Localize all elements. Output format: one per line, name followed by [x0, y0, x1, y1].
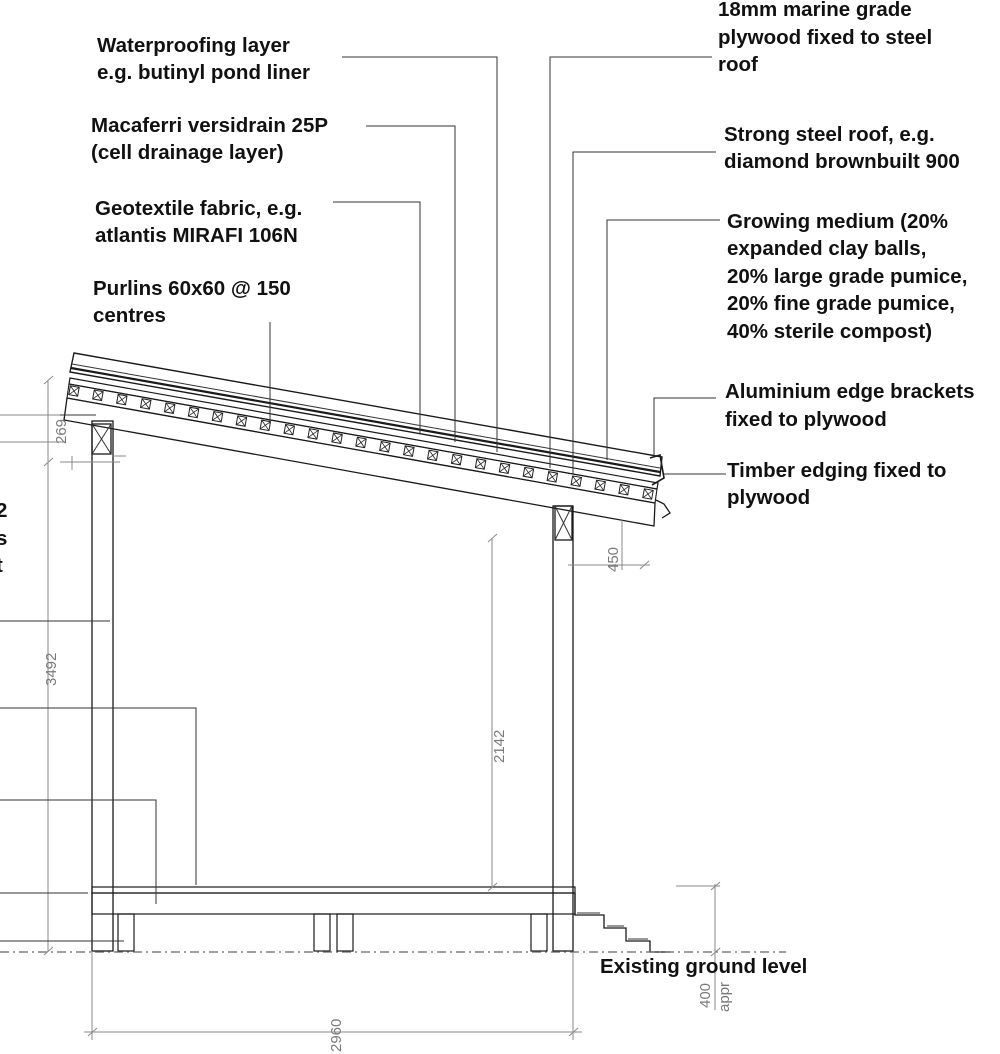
purlin: [187, 406, 200, 419]
purlin: [116, 393, 128, 406]
deck-leg-4: [530, 913, 548, 952]
back-post: [91, 420, 114, 952]
label-purlins-2: centres: [93, 304, 166, 327]
label-purlins-1: Purlins 60x60 @ 150: [93, 277, 291, 300]
label-cutoff-2: s: [0, 527, 7, 550]
purlin: [450, 453, 463, 466]
leader-edge-brackets: [653, 397, 716, 456]
dim-clear-height: 2142: [491, 730, 508, 763]
purlin: [618, 483, 630, 496]
deck-leg-1: [117, 913, 135, 952]
label-plywood-3: roof: [718, 53, 758, 76]
label-geotextile-1: Geotextile fabric, e.g.: [95, 197, 302, 220]
rafter-beam: [63, 397, 656, 527]
purlin: [283, 423, 296, 436]
purlin: [379, 440, 391, 453]
label-growing-medium-1: Growing medium (20%: [727, 210, 948, 233]
growing-medium-layer: [69, 352, 663, 477]
purlin: [570, 475, 583, 487]
label-edge-brackets-2: fixed to plywood: [725, 408, 887, 431]
deck-leg-3: [336, 913, 354, 952]
dimension-lines: [0, 375, 721, 1040]
purlins: [68, 385, 654, 500]
steps: [574, 893, 670, 953]
label-drainage-2: (cell drainage layer): [91, 141, 284, 164]
label-growing-medium-2: expanded clay balls,: [727, 237, 926, 260]
purlin: [642, 488, 654, 500]
label-steel-roof-1: Strong steel roof, e.g.: [724, 123, 935, 146]
purlin: [139, 398, 152, 410]
dim-post-height: 3492: [43, 653, 60, 686]
leader-steel-roof: [572, 151, 716, 474]
label-growing-medium-3: 20% large grade pumice,: [727, 265, 967, 288]
aluminium-edge-bracket: [649, 453, 665, 486]
roof-assembly: [63, 352, 671, 527]
label-waterproofing-2: e.g. butinyl pond liner: [97, 61, 310, 84]
purlin: [163, 402, 176, 414]
purlin: [355, 436, 367, 449]
leader-waterproofing: [342, 56, 498, 452]
label-cutoff-1: 2: [0, 499, 7, 522]
purlin: [474, 458, 487, 470]
purlin: [594, 479, 606, 492]
label-steel-roof-2: diamond brownbuilt 900: [724, 150, 960, 173]
purlin: [92, 389, 104, 402]
purlin: [426, 449, 439, 462]
back-post-cap: [91, 423, 112, 455]
label-timber-edging-2: plywood: [727, 486, 810, 509]
purlin: [68, 385, 80, 397]
dim-width: 2960: [328, 1019, 345, 1052]
label-growing-medium-4: 20% fine grade pumice,: [727, 292, 955, 315]
label-drainage-1: Macaferri versidrain 25P: [91, 114, 328, 137]
deck-joist: [91, 892, 576, 915]
label-ground: Existing ground level: [600, 955, 807, 978]
purlin: [522, 466, 535, 479]
purlin: [211, 410, 224, 423]
dimension-text: 269 3492 450 2142 400 appr 2960: [43, 419, 733, 1052]
leader-lines: [0, 56, 726, 942]
leader-geotextile: [333, 201, 421, 433]
purlin: [546, 471, 559, 483]
dim-front-drop: 450: [605, 547, 622, 572]
label-cutoff-3: t: [0, 554, 3, 577]
leader-drainage: [366, 125, 456, 442]
dim-step-suffix: appr: [716, 982, 733, 1012]
front-post-cap: [554, 505, 573, 541]
purlin: [259, 419, 272, 432]
deck-leg-2: [313, 913, 331, 952]
front-post: [552, 505, 574, 952]
waterproofing-line: [70, 366, 661, 474]
deck-boards: [91, 886, 576, 894]
purlin: [307, 428, 319, 440]
leader-plywood: [549, 56, 712, 468]
annotation-text: 18mm marine grade plywood fixed to steel…: [0, 0, 974, 978]
purlin: [235, 415, 248, 427]
dim-step-height: 400: [697, 983, 714, 1008]
plywood-deck: [68, 377, 659, 490]
leader-left-3: [0, 799, 157, 904]
label-growing-medium-5: 40% sterile compost): [727, 320, 932, 343]
label-plywood-2: plywood fixed to steel: [718, 26, 932, 49]
gutter-bracket: [655, 499, 671, 519]
purlin: [403, 445, 415, 457]
drainage-line: [71, 363, 661, 469]
purlin: [498, 462, 511, 475]
label-geotextile-2: atlantis MIRAFI 106N: [95, 224, 298, 247]
leader-growing-medium: [606, 219, 720, 460]
label-timber-edging-1: Timber edging fixed to: [727, 459, 946, 482]
label-plywood-1: 18mm marine grade: [718, 0, 912, 21]
label-edge-brackets-1: Aluminium edge brackets: [725, 380, 974, 403]
dim-roof-edge: 269: [53, 419, 70, 444]
label-waterproofing-1: Waterproofing layer: [97, 34, 290, 57]
purlin: [331, 432, 343, 445]
leader-left-2: [0, 707, 197, 885]
structure: [91, 420, 670, 953]
